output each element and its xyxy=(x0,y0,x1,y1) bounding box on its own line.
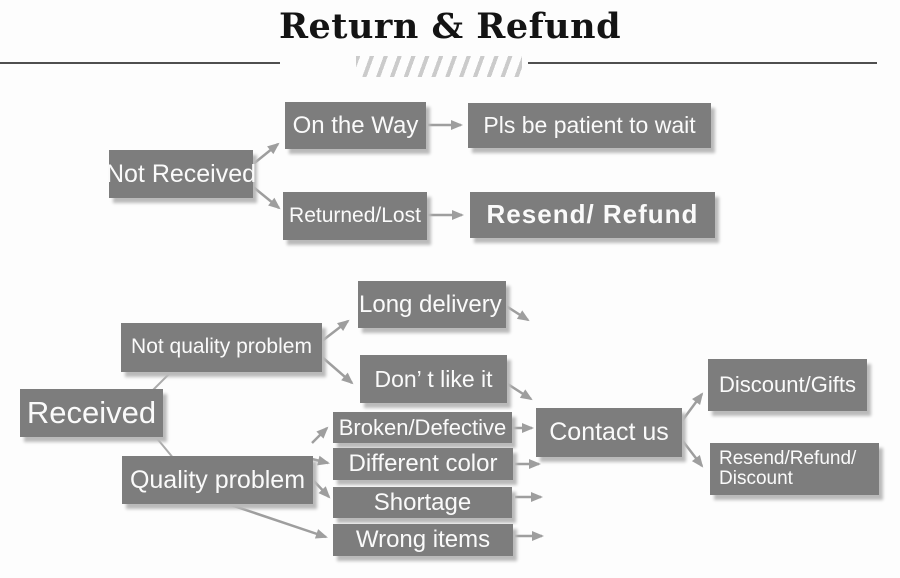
node-resend-refund-discount: Resend/Refund/ Discount xyxy=(710,443,879,495)
node-on-the-way: On the Way xyxy=(285,102,426,149)
arrow-not-received-to-returned-lost xyxy=(251,185,281,210)
arrow-dont-like-it-to-contact-us xyxy=(505,381,533,401)
node-wrong-items: Wrong items xyxy=(333,524,513,556)
title-rule-right xyxy=(528,62,877,64)
node-returned-lost: Returned/Lost xyxy=(283,192,427,240)
arrow-qp-to-wrong-items xyxy=(227,502,328,539)
arrow-contact-us-to-resend-refund-discount xyxy=(681,439,704,468)
node-quality-problem: Quality problem xyxy=(122,456,313,504)
node-dont-like-it: Don’ t like it xyxy=(360,355,507,403)
node-long-delivery: Long delivery xyxy=(358,281,506,328)
arrow-qp-to-different-color xyxy=(311,455,330,466)
arrow-long-delivery-out xyxy=(505,304,530,322)
arrow-qp-to-shortage xyxy=(311,478,331,499)
page-title: Return & Refund xyxy=(278,6,622,47)
node-received: Received xyxy=(20,389,163,437)
arrow-qp-to-broken-defective xyxy=(311,426,329,444)
node-resend-refund-discount-line2: Discount xyxy=(719,468,793,489)
node-discount-gifts: Discount/Gifts xyxy=(708,359,867,411)
node-not-received: Not Received xyxy=(106,150,256,198)
node-resend-refund-discount-line1: Resend/Refund/ xyxy=(719,448,857,470)
arrow-nqp-to-long-delivery xyxy=(321,319,350,342)
node-pls-be-patient: Pls be patient to wait xyxy=(468,103,711,148)
arrow-nqp-to-dont-like-it xyxy=(321,356,354,385)
node-contact-us: Contact us xyxy=(536,408,682,457)
node-resend-refund: Resend/ Refund xyxy=(470,192,715,238)
title-hatch-decoration xyxy=(356,56,522,77)
arrow-contact-us-to-discount-gifts xyxy=(680,392,704,422)
node-broken-defective: Broken/Defective xyxy=(333,412,512,443)
node-different-color: Different color xyxy=(333,448,513,480)
title-rule-left xyxy=(0,62,280,64)
node-not-quality-problem: Not quality problem xyxy=(121,323,322,372)
node-shortage: Shortage xyxy=(333,487,512,518)
